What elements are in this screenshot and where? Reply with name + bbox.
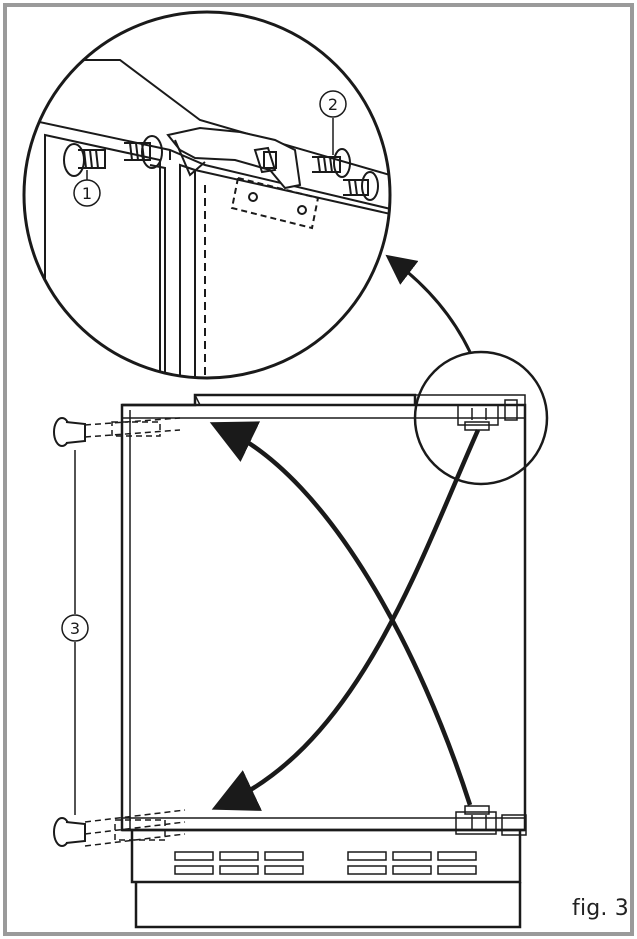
screw-left-1 xyxy=(63,143,106,177)
top-hinge xyxy=(415,394,526,431)
figure-border xyxy=(3,3,634,936)
appliance-outline xyxy=(120,403,527,832)
callout-3-label: 3 xyxy=(70,619,80,638)
arrow-hinge-to-top xyxy=(209,421,473,806)
callout-1-circle xyxy=(73,179,101,207)
screw-left-2 xyxy=(124,135,163,169)
callout-2-label: 2 xyxy=(328,95,338,114)
appliance-plinth xyxy=(130,830,522,884)
zoom-arrow xyxy=(385,254,472,353)
top-hole-markers xyxy=(84,417,181,438)
bottom-hinge xyxy=(455,805,527,836)
bottom-hole-markers xyxy=(84,809,186,847)
screw-right-1 xyxy=(312,148,351,178)
detail-zoom-circle: 1 2 xyxy=(22,10,392,380)
hinge-bracket xyxy=(166,126,302,190)
screw-right-2 xyxy=(343,171,379,201)
cover-plug-top xyxy=(53,417,86,447)
callout-2-circle xyxy=(319,90,347,118)
cabinet-side-panel xyxy=(44,133,161,378)
appliance-front xyxy=(120,350,549,929)
zoom-circle-outline xyxy=(22,10,392,380)
vent-grille xyxy=(174,851,477,875)
figure-label: fig. 3 xyxy=(572,896,630,921)
callout-1-label: 1 xyxy=(82,184,92,203)
cover-plug-bottom xyxy=(53,817,86,847)
callout-3-circle xyxy=(61,614,89,642)
arrow-hinge-to-bottom xyxy=(211,429,481,811)
